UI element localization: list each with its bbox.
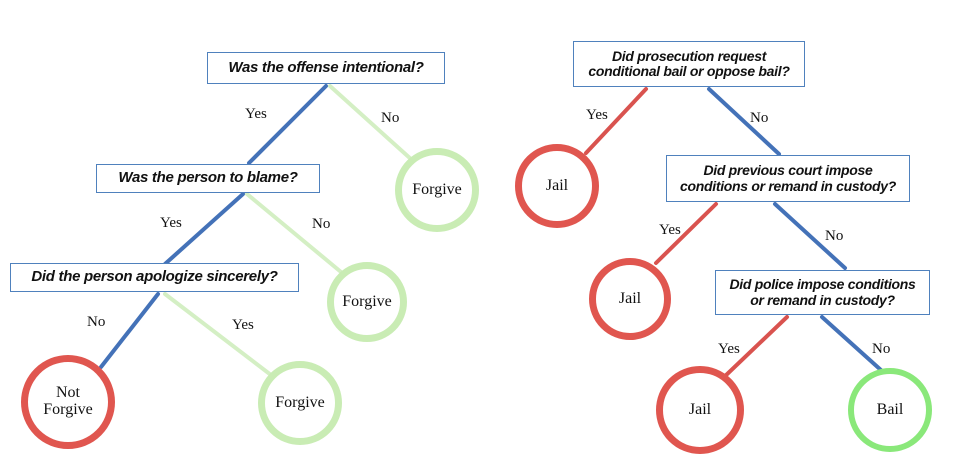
edge-label-e-previous-yes: Yes bbox=[659, 222, 681, 238]
edge-label-e-prosecution-no: No bbox=[750, 110, 769, 126]
edge-e-intentional-no bbox=[328, 84, 414, 162]
edge-e-apologize-no bbox=[99, 292, 160, 369]
question-node-label: Did the person apologize sincerely? bbox=[31, 268, 278, 286]
leaf-node-leaf-jail-1[interactable]: Jail bbox=[515, 144, 599, 228]
leaf-node-label: Jail bbox=[618, 289, 642, 307]
edge-label-e-police-no: No bbox=[872, 341, 891, 357]
question-node-q-apologize[interactable]: Did the person apologize sincerely? bbox=[10, 263, 299, 292]
leaf-node-leaf-forgive-1[interactable]: Forgive bbox=[395, 148, 479, 232]
leaf-node-label: Jail bbox=[688, 400, 712, 418]
edge-e-prosecution-no bbox=[707, 87, 781, 156]
leaf-node-leaf-jail-3[interactable]: Jail bbox=[656, 366, 744, 454]
question-node-q-blame[interactable]: Was the person to blame? bbox=[96, 164, 320, 193]
edge-label-e-intentional-no: No bbox=[381, 110, 400, 126]
edge-e-intentional-yes bbox=[247, 84, 328, 165]
leaf-node-label: Forgive bbox=[275, 393, 325, 411]
leaf-node-leaf-bail[interactable]: Bail bbox=[848, 368, 932, 452]
edge-label-e-apologize-no: No bbox=[87, 314, 106, 330]
edge-label-e-blame-no: No bbox=[312, 216, 331, 232]
edge-label-e-previous-no: No bbox=[825, 228, 844, 244]
edge-label-e-intentional-yes: Yes bbox=[245, 106, 267, 122]
edge-e-blame-no bbox=[245, 192, 343, 274]
leaf-node-label: Jail bbox=[545, 176, 569, 194]
edge-label-e-police-yes: Yes bbox=[718, 341, 740, 357]
leaf-node-leaf-forgive-2[interactable]: Forgive bbox=[327, 262, 407, 342]
leaf-node-label: Forgive bbox=[342, 292, 392, 310]
edge-label-e-blame-yes: Yes bbox=[160, 215, 182, 231]
edge-label-e-prosecution-yes: Yes bbox=[586, 107, 608, 123]
question-node-q-intentional[interactable]: Was the offense intentional? bbox=[207, 52, 445, 84]
question-node-label: Was the offense intentional? bbox=[228, 58, 424, 76]
leaf-node-leaf-forgive-3[interactable]: Forgive bbox=[258, 361, 342, 445]
leaf-node-label: Bail bbox=[876, 400, 904, 418]
edge-e-apologize-yes bbox=[163, 292, 273, 377]
leaf-node-label: Forgive bbox=[412, 180, 462, 198]
edge-label-e-apologize-yes: Yes bbox=[232, 317, 254, 333]
leaf-node-leaf-jail-2[interactable]: Jail bbox=[589, 258, 671, 340]
question-node-label: Was the person to blame? bbox=[118, 169, 298, 187]
